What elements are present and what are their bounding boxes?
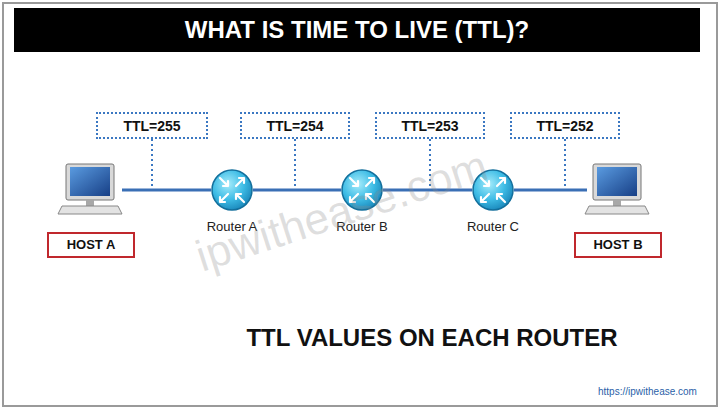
ttl-box: TTL=254 bbox=[240, 112, 350, 139]
leader-line bbox=[429, 139, 431, 188]
ttl-value: TTL=253 bbox=[401, 118, 458, 134]
ttl-box: TTL=253 bbox=[375, 112, 485, 139]
monitor bbox=[66, 164, 114, 200]
screen bbox=[597, 167, 637, 196]
network-link bbox=[122, 189, 211, 192]
ttl-value: TTL=255 bbox=[123, 118, 180, 134]
frame-border bbox=[3, 3, 717, 406]
watermark: ipwithease.com bbox=[190, 140, 494, 281]
screen bbox=[70, 167, 110, 196]
router-node: Router A bbox=[211, 169, 253, 211]
computer-icon bbox=[58, 164, 122, 214]
router-label: Router C bbox=[467, 219, 519, 234]
source-url: https://ipwithease.com bbox=[598, 386, 697, 397]
network-link bbox=[253, 189, 341, 192]
host-node: HOST A bbox=[60, 162, 122, 218]
router-outline bbox=[211, 169, 253, 211]
ttl-box: TTL=252 bbox=[510, 112, 620, 139]
router-node: Router C bbox=[472, 169, 514, 211]
ttl-box: TTL=255 bbox=[96, 112, 208, 139]
router-symbols bbox=[220, 178, 505, 202]
host-label: HOST B bbox=[574, 232, 662, 258]
monitor bbox=[593, 164, 641, 200]
leader-line bbox=[294, 139, 296, 188]
host-label: HOST A bbox=[47, 232, 135, 258]
caption-text: TTL VALUES ON EACH ROUTER bbox=[232, 324, 632, 352]
router-circle bbox=[212, 170, 252, 210]
leader-line bbox=[151, 139, 153, 188]
computer-icon bbox=[585, 164, 649, 214]
network-link bbox=[383, 189, 472, 192]
keyboard bbox=[585, 206, 649, 214]
router-circle bbox=[342, 170, 382, 210]
leader-line bbox=[564, 139, 566, 188]
router-label: Router A bbox=[207, 219, 258, 234]
router-label: Router B bbox=[336, 219, 387, 234]
router-node: Router B bbox=[341, 169, 383, 211]
monitor-stand bbox=[86, 200, 94, 206]
network-link bbox=[514, 189, 587, 192]
title-bar: WHAT IS TIME TO LIVE (TTL)? bbox=[14, 8, 700, 52]
ttl-value: TTL=252 bbox=[536, 118, 593, 134]
router-symbol bbox=[350, 178, 374, 202]
router-outline bbox=[472, 169, 514, 211]
router-symbol bbox=[481, 178, 505, 202]
monitor-stand bbox=[613, 200, 621, 206]
router-outline bbox=[341, 169, 383, 211]
host-node: HOST B bbox=[587, 162, 649, 218]
router-circle bbox=[473, 170, 513, 210]
router-symbol bbox=[220, 178, 244, 202]
ttl-value: TTL=254 bbox=[266, 118, 323, 134]
keyboard bbox=[58, 206, 122, 214]
